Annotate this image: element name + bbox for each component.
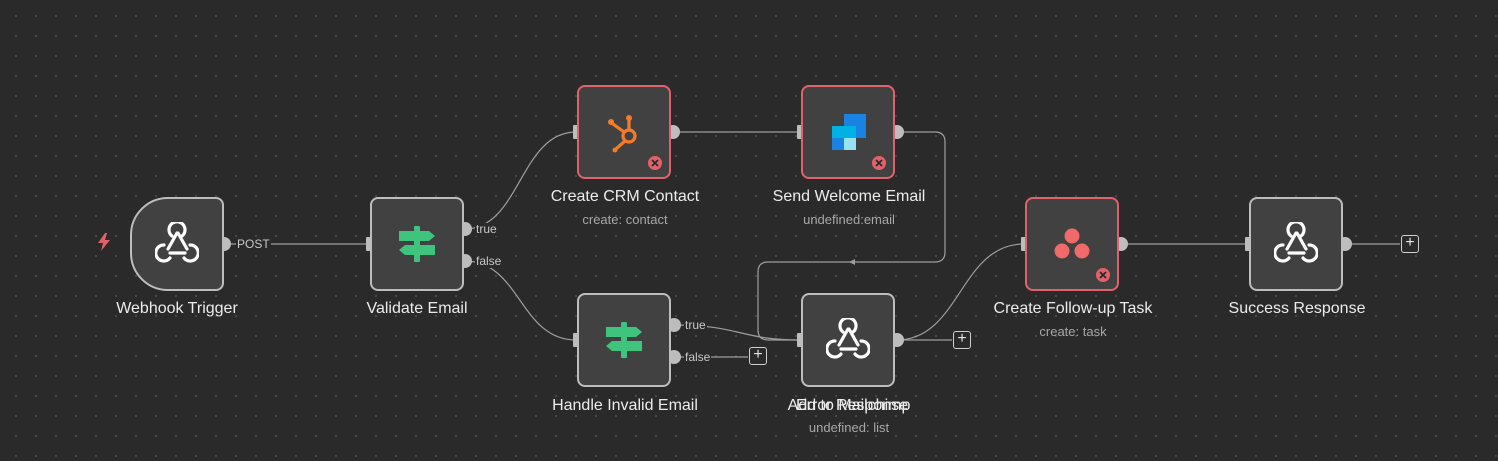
node-title: Validate Email (366, 300, 468, 317)
node-success-response[interactable] (1249, 197, 1343, 291)
node-title: Add to Mailchimp (787, 397, 911, 414)
add-node-button[interactable]: + (953, 331, 971, 349)
webhook-icon (826, 318, 870, 359)
node-webhook-trigger[interactable] (130, 197, 224, 291)
error-badge-icon[interactable] (1096, 268, 1110, 282)
add-node-button[interactable]: + (1401, 235, 1419, 253)
edge-mailchimp-followup[interactable] (896, 243, 1025, 341)
webhook-icon (155, 222, 199, 263)
node-title-overlap: Error Response (795, 397, 909, 414)
node-validate-email[interactable] (370, 197, 464, 291)
node-send-welcome-email[interactable] (801, 85, 895, 179)
node-title: Create Follow-up Task (993, 300, 1153, 317)
add-node-button[interactable]: + (749, 347, 767, 365)
node-title: Send Welcome Email (772, 188, 926, 205)
error-badge-icon[interactable] (872, 156, 886, 170)
node-subtitle: undefined:email (803, 212, 895, 227)
sendgrid-icon (832, 114, 866, 150)
trigger-bolt-icon (98, 233, 110, 251)
node-create-crm-contact[interactable] (577, 85, 671, 179)
node-subtitle: create: task (1039, 324, 1107, 339)
edge-direction-arrow (849, 259, 855, 265)
edge-label-false: false (684, 350, 712, 364)
asana-icon (1054, 228, 1090, 259)
node-create-follow-up-task[interactable] (1025, 197, 1119, 291)
if-signpost-icon (399, 226, 435, 262)
webhook-icon (1274, 222, 1318, 263)
edge-label-true: true (475, 222, 498, 236)
node-handle-invalid-email[interactable] (577, 293, 671, 387)
node-title: Webhook Trigger (116, 300, 238, 317)
edge-label-true: true (684, 318, 707, 332)
node-subtitle: create: contact (582, 212, 668, 227)
edge-label-false: false (475, 254, 503, 268)
node-subtitle: undefined: list (808, 420, 890, 435)
node-title: Handle Invalid Email (552, 397, 698, 414)
error-badge-icon[interactable] (648, 156, 662, 170)
if-signpost-icon (606, 322, 642, 358)
node-title: Create CRM Contact (550, 188, 700, 205)
hubspot-icon (608, 115, 637, 153)
node-title: Success Response (1228, 300, 1366, 317)
node-add-to-mailchimp[interactable] (801, 293, 895, 387)
edge-label-post: POST (236, 237, 271, 251)
